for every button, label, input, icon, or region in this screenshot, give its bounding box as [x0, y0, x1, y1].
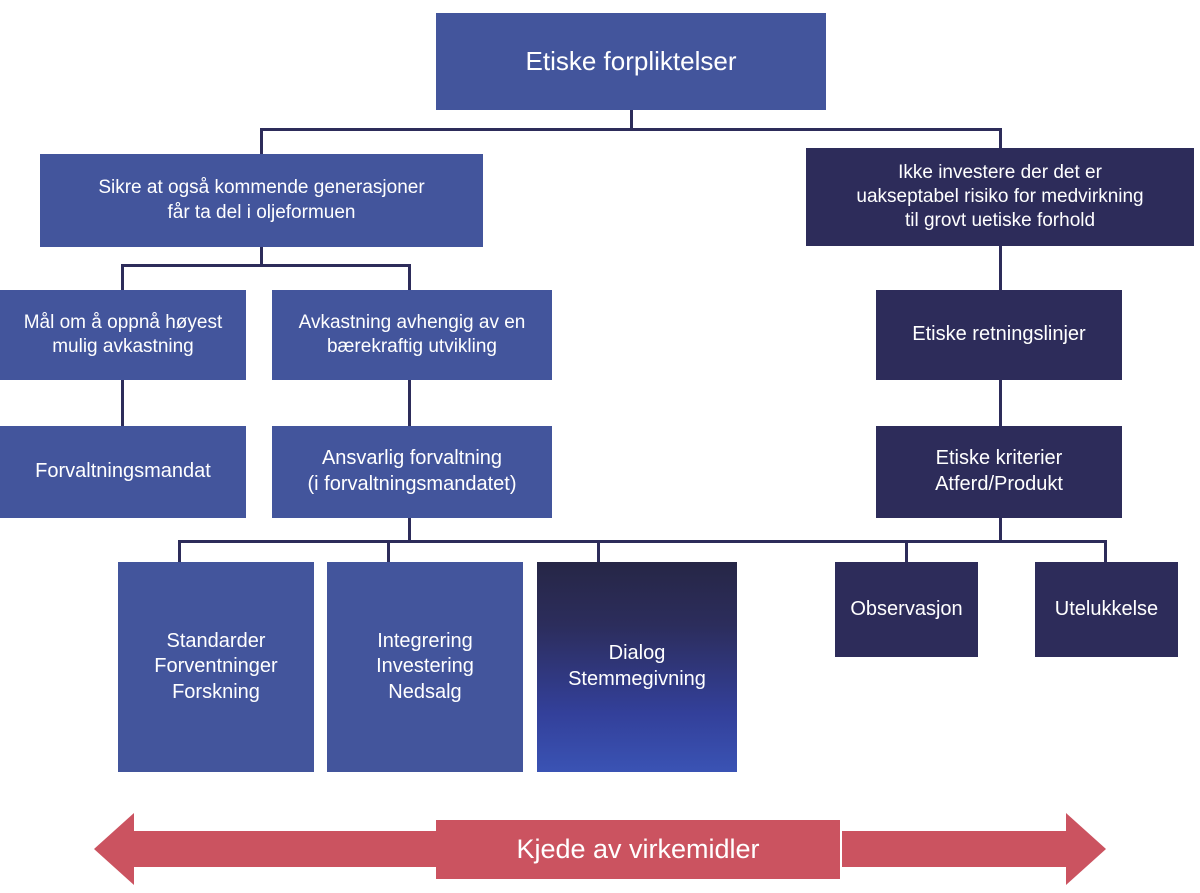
connector-right-l1-to-l2: [999, 246, 1002, 290]
connector-left-l1-bus: [121, 264, 411, 267]
left-arrow-shaft: [134, 831, 436, 867]
connector-ansvarlig-stem: [408, 518, 411, 542]
connector-left-l1-stem: [260, 247, 263, 267]
connector-root-bus: [260, 128, 1002, 131]
node-standarder-forventninger-forskning[interactable]: Standarder Forventninger Forskning: [118, 562, 314, 772]
connector-to-left-l2b: [408, 264, 411, 290]
banner-label: Kjede av virkemidler: [516, 834, 760, 864]
node-forvaltningsmandat[interactable]: Forvaltningsmandat: [0, 426, 246, 518]
right-arrow-shaft: [842, 831, 1066, 867]
connector-root-to-right: [999, 128, 1002, 154]
node-root[interactable]: Etiske forpliktelser: [436, 13, 826, 110]
connector-to-leaf-2: [387, 540, 390, 562]
connector-right-l2-to-l3: [999, 380, 1002, 426]
node-dialog-stemmegivning[interactable]: Dialog Stemmegivning: [537, 562, 737, 772]
connector-root-to-left: [260, 128, 263, 154]
node-mal-avkastning[interactable]: Mål om å oppnå høyest mulig avkastning: [0, 290, 246, 380]
node-avkastning-baerekraftig[interactable]: Avkastning avhengig av en bærekraftig ut…: [272, 290, 552, 380]
node-etiske-kriterier[interactable]: Etiske kriterier Atferd/Produkt: [876, 426, 1122, 518]
connector-leaf-bus: [178, 540, 1106, 543]
node-etiske-retningslinjer[interactable]: Etiske retningslinjer: [876, 290, 1122, 380]
node-observasjon[interactable]: Observasjon: [835, 562, 978, 657]
connector-to-leaf-4: [905, 540, 908, 562]
node-sikre-generasjoner[interactable]: Sikre at også kommende generasjoner får …: [40, 154, 483, 247]
connector-left-l2a-to-l3a: [121, 380, 124, 426]
right-arrow-head-icon: [1066, 813, 1106, 885]
connector-kriterier-stem: [999, 518, 1002, 542]
connector-to-leaf-3: [597, 540, 600, 562]
left-arrow-head-icon: [94, 813, 134, 885]
connector-to-left-l2a: [121, 264, 124, 290]
connector-left-l2b-to-l3b: [408, 380, 411, 426]
node-integrering-investering-nedsalg[interactable]: Integrering Investering Nedsalg: [327, 562, 523, 772]
node-ansvarlig-forvaltning[interactable]: Ansvarlig forvaltning (i forvaltningsman…: [272, 426, 552, 518]
node-utelukkelse[interactable]: Utelukkelse: [1035, 562, 1178, 657]
banner-center-box[interactable]: [436, 820, 840, 879]
connector-to-leaf-5: [1104, 540, 1107, 562]
connector-root-stem: [630, 110, 633, 130]
connector-to-leaf-1: [178, 540, 181, 562]
node-ikke-investere[interactable]: Ikke investere der det er uakseptabel ri…: [806, 148, 1194, 246]
